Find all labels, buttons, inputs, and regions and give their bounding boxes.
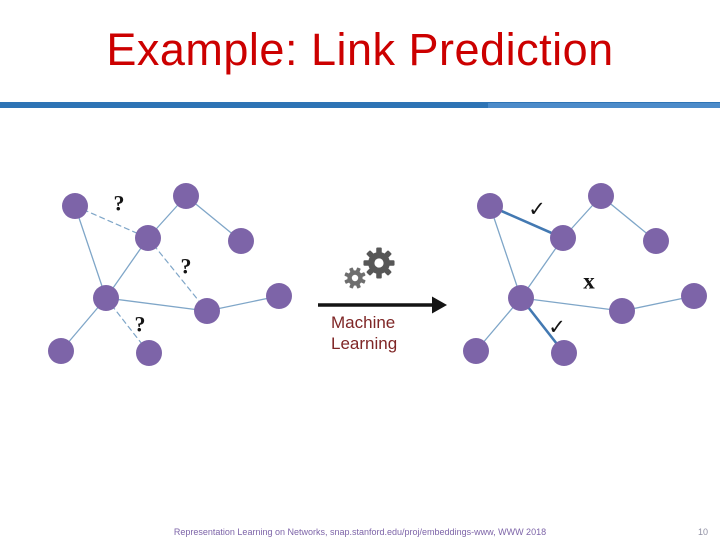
graph-edge-solid	[520, 297, 623, 312]
graph-node	[194, 298, 220, 324]
graph-node	[551, 340, 577, 366]
graph-node	[609, 298, 635, 324]
graph-node	[681, 283, 707, 309]
right-arrow-icon	[318, 296, 447, 314]
graph-edge-dashed	[147, 237, 208, 312]
graph-edge-solid	[105, 297, 208, 312]
machine-learning-label: Machine Learning	[331, 312, 451, 354]
graph-node	[135, 225, 161, 251]
graph-node	[62, 193, 88, 219]
graph-edge-dashed	[74, 205, 149, 239]
cross-mark: x	[583, 269, 595, 294]
right-graph: ✓ x ✓	[463, 183, 707, 366]
graph-node	[588, 183, 614, 209]
title-divider-accent	[488, 103, 720, 108]
graph-node	[173, 183, 199, 209]
graph-node	[463, 338, 489, 364]
title-divider	[0, 102, 720, 108]
left-graph: ???	[48, 183, 292, 366]
graph-node	[508, 285, 534, 311]
graph-node	[266, 283, 292, 309]
page-title: Example: Link Prediction	[106, 24, 614, 75]
question-mark: ?	[181, 254, 192, 279]
graph-node	[477, 193, 503, 219]
graph-node	[228, 228, 254, 254]
check-mark: ✓	[528, 197, 546, 221]
graph-node	[643, 228, 669, 254]
machine-learning-label-line2: Learning	[331, 334, 398, 353]
graph-edge-solid	[74, 205, 107, 299]
graph-edge-confirmed	[488, 204, 565, 240]
graph-edge-solid	[489, 205, 522, 299]
question-mark: ?	[114, 191, 125, 216]
question-mark: ?	[135, 312, 146, 337]
graph-node	[48, 338, 74, 364]
graph-node	[93, 285, 119, 311]
gears-icon	[344, 247, 395, 289]
machine-learning-label-line1: Machine	[331, 313, 396, 332]
footer-text: Representation Learning on Networks, sna…	[173, 527, 547, 537]
check-mark: ✓	[548, 315, 566, 339]
graph-node	[136, 340, 162, 366]
graph-node	[550, 225, 576, 251]
page-number: 10	[697, 527, 708, 537]
